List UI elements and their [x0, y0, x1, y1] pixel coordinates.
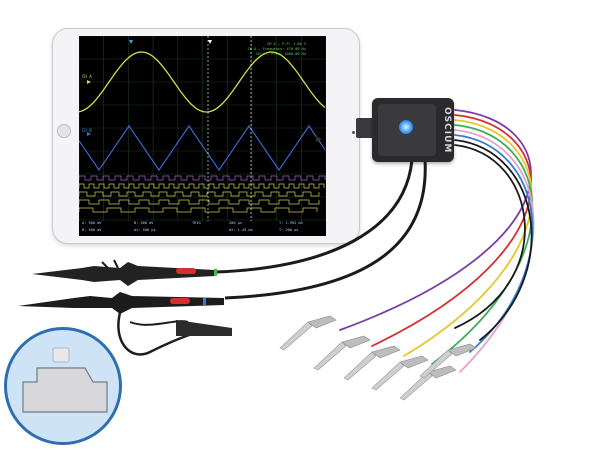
measurement-3: CH A — Freq: 1000.00 Hz [256, 52, 306, 56]
status-row-bottom: B: 500 mV Δt: 500 μs Δt: 1.45 ms T: 200 … [79, 228, 326, 235]
probe-cable-a [214, 159, 414, 274]
grabber-tip [371, 361, 405, 391]
ch-b-label: CH B [82, 128, 92, 133]
probe-a [32, 259, 217, 286]
grabber-body [307, 315, 337, 329]
logic-cable-8 [454, 144, 526, 329]
digital-trace-3 [79, 191, 320, 197]
probe-a-green-ring [214, 269, 217, 276]
grabber-clip-2 [313, 335, 371, 371]
scope-plot [79, 36, 326, 221]
adapter-status-led [399, 120, 413, 134]
measurement-readout: CH A — P-P: 1.08 V CH A — Frequency: 470… [248, 42, 306, 57]
grabber-clip-5 [399, 365, 457, 401]
grabber-body [447, 343, 477, 357]
logic-cable-7 [454, 139, 533, 341]
ch-a-label: CH A [82, 74, 92, 79]
connector-inset [4, 327, 122, 445]
cursor-marker-icon [208, 40, 212, 44]
status-top-5[interactable]: T: 1.992 mS [279, 221, 303, 225]
logic-cable-5 [454, 129, 535, 373]
probe-cable-b [224, 159, 427, 300]
grabber-clip-1 [279, 315, 337, 351]
grabber-tip [419, 349, 453, 379]
status-top-2[interactable]: B: 500 mV [134, 221, 154, 225]
status-top-3[interactable]: TRIG [192, 221, 201, 225]
alligator-clip [176, 320, 232, 336]
scope-grid [79, 36, 326, 221]
status-row-top: A: 500 mV B: 500 mV TRIG 200 μs T: 1.992… [79, 221, 326, 228]
camera-icon [352, 131, 355, 134]
status-top-1[interactable]: A: 500 mV [82, 221, 102, 225]
triangle-wave-trace [79, 125, 326, 171]
status-bottom-2[interactable]: Δt: 500 μs [134, 228, 156, 232]
status-bottom-3[interactable]: Δt: 1.45 ms [229, 228, 253, 232]
grabber-body [399, 355, 429, 369]
ch-b-marker-icon [87, 132, 91, 136]
status-top-4[interactable]: 200 μs [229, 221, 242, 225]
status-bottom-4[interactable]: T: 200 μs [279, 228, 299, 232]
digital-trace-1 [79, 175, 326, 181]
trigger-marker-icon [129, 40, 133, 44]
digital-traces [79, 175, 326, 213]
digital-trace-2 [79, 183, 325, 189]
inset-adapter-shape [22, 367, 108, 413]
grabber-tip [313, 341, 347, 371]
grabber-tip [399, 371, 433, 401]
ch-a-marker-icon [87, 80, 91, 84]
grabber-clip-6 [419, 343, 477, 379]
grabber-tip [279, 321, 313, 351]
logic-cables [339, 109, 535, 373]
home-button [57, 124, 71, 138]
connector-inset-drawing [22, 347, 108, 413]
collapse-chevron-icon [316, 136, 322, 142]
grabber-clips [279, 315, 477, 401]
grabber-clip-4 [371, 355, 429, 391]
probe-a-hook [101, 259, 119, 269]
probe-a-body [32, 262, 215, 286]
sine-wave-trace [79, 51, 326, 113]
lightning-connector [356, 118, 374, 138]
digital-trace-4 [79, 199, 320, 205]
probe-b [18, 292, 224, 314]
probe-a-red-band [176, 268, 196, 274]
status-bottom-1[interactable]: B: 500 mV [82, 228, 102, 232]
grabber-body [427, 365, 457, 379]
grabber-body [371, 345, 401, 359]
probe-b-body [18, 292, 224, 314]
adapter-brand-label: OSCIUM [442, 106, 452, 154]
probe-b-red-band [170, 298, 190, 304]
measurement-2: CH A — Frequency: 470.00 Hz [247, 47, 306, 51]
digital-trace-5 [79, 207, 318, 213]
grabber-tip [343, 351, 377, 381]
grabber-clip-3 [343, 345, 401, 381]
grabber-body [341, 335, 371, 349]
measurement-1: CH A — P-P: 1.08 V [267, 42, 306, 46]
ground-lead [117, 305, 193, 356]
oscilloscope-screen: CH A CH B CH A — P-P: 1.08 V CH A — Freq… [79, 36, 326, 236]
probe-b-blue-ring [203, 298, 206, 305]
inset-lightning-plug [52, 347, 70, 363]
